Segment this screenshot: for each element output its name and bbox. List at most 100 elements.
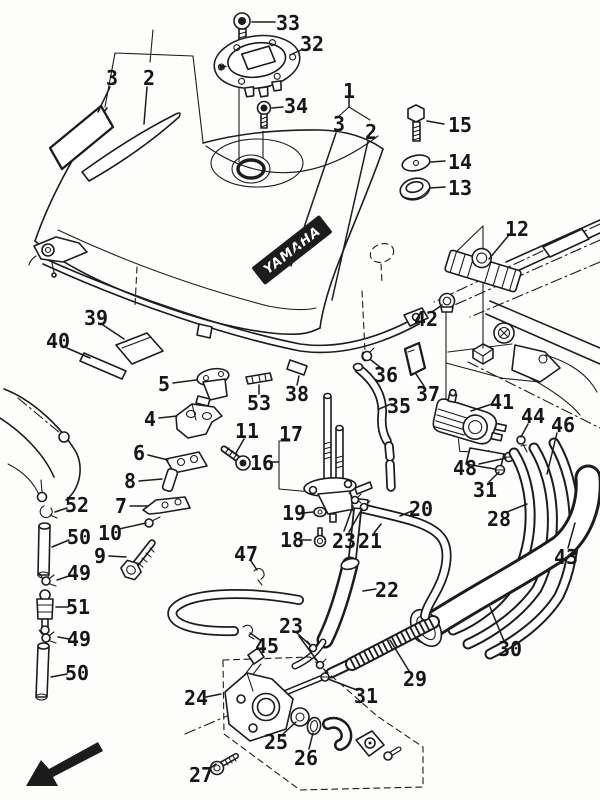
part-label-23: 23 (279, 614, 303, 638)
part-label-34: 34 (284, 94, 308, 118)
leader-line (489, 606, 505, 642)
part-label-14: 14 (448, 150, 472, 174)
leader-line (102, 324, 125, 340)
leader-line (66, 347, 91, 359)
part-label-27: 27 (189, 763, 213, 787)
part-label-30: 30 (498, 637, 522, 661)
leader-line (282, 721, 297, 735)
leader-line (308, 732, 314, 750)
plate-7 (142, 496, 191, 515)
leader-line (431, 304, 443, 313)
hose-20 (344, 500, 452, 621)
part-label-24: 24 (184, 686, 208, 710)
part-label-36: 36 (374, 363, 398, 387)
leader-line (50, 673, 68, 678)
plate-37 (403, 341, 427, 377)
part-label-51: 51 (66, 595, 90, 619)
leader-line (235, 438, 245, 454)
bar-38 (286, 359, 308, 376)
leader-line (289, 49, 302, 56)
tank-trim-rail (40, 256, 429, 354)
part-label-18: 18 (280, 528, 304, 552)
leader-line (250, 560, 258, 571)
part-label-44: 44 (521, 404, 545, 428)
nut-42 (438, 292, 456, 313)
washer-14 (401, 154, 431, 172)
corrugated-hose-29 (325, 615, 440, 679)
leader-line (249, 632, 261, 641)
small-screw (383, 746, 402, 761)
leader-line (506, 503, 528, 513)
part-label-53: 53 (247, 391, 271, 415)
part-label-48: 48 (453, 456, 477, 480)
leader-line (478, 457, 507, 465)
part-label-46: 46 (551, 413, 575, 437)
leader-line (108, 555, 127, 558)
clip-36 (361, 347, 375, 362)
bolt-9 (120, 539, 156, 581)
pad-39 (115, 332, 164, 365)
clamp-49-upper (38, 572, 57, 587)
part-label-50: 50 (67, 525, 91, 549)
part-label-2: 2 (143, 66, 155, 90)
part-label-19: 19 (282, 501, 306, 525)
fuel-cap-32 (213, 34, 301, 98)
leader-line (426, 120, 445, 125)
part-label-3: 3 (333, 112, 345, 136)
part-label-40: 40 (46, 329, 70, 353)
leader-line (373, 523, 382, 534)
part-label-20: 20 (409, 497, 433, 521)
part-label-31: 31 (473, 478, 497, 502)
leader-line (470, 403, 493, 412)
leader-line (429, 186, 446, 189)
part-label-5: 5 (158, 372, 170, 396)
yamaha-logo-text: YAMAHA (261, 224, 324, 278)
part-label-29: 29 (403, 667, 427, 691)
mount-5 (195, 367, 230, 407)
part-label-28: 28 (487, 507, 511, 531)
leader-line (362, 588, 377, 592)
leader-line (546, 432, 558, 475)
part-label-52: 52 (65, 493, 89, 517)
leader-line (158, 415, 178, 419)
leader-line (296, 375, 300, 386)
leader-line (57, 636, 70, 640)
part-label-49: 49 (67, 561, 91, 585)
joint-51 (36, 589, 54, 635)
leader-line (205, 693, 222, 698)
part-label-23: 23 (332, 529, 356, 553)
leader-line (208, 763, 217, 770)
part-label-15: 15 (448, 113, 472, 137)
fuel-pump-41 (432, 388, 508, 463)
leader-line (348, 508, 363, 533)
part-label-22: 22 (375, 578, 399, 602)
bar-53 (245, 372, 273, 385)
leader-line (147, 454, 169, 461)
bolt-31-lower (320, 668, 330, 682)
fuel-sender-unit (224, 647, 294, 742)
frame-rails (433, 219, 600, 429)
leader-line (415, 373, 425, 387)
part-label-37: 37 (416, 382, 440, 406)
leader-line (290, 132, 337, 267)
leader-line (389, 639, 410, 672)
spacer-8 (161, 467, 179, 493)
part-label-11: 11 (235, 419, 259, 443)
leader-line (54, 507, 68, 513)
leader-line (567, 522, 576, 549)
part-label-4: 4 (144, 407, 156, 431)
part-label-16: 16 (250, 451, 274, 475)
part-label-13: 13 (448, 176, 472, 200)
part-label-7: 7 (115, 494, 127, 518)
leader-line (331, 140, 369, 301)
part-label-21: 21 (358, 529, 382, 553)
stripe-decal-2 (81, 112, 181, 182)
part-label-42: 42 (414, 307, 438, 331)
leader-line (343, 505, 354, 532)
part-label-38: 38 (285, 382, 309, 406)
leader-line (488, 471, 500, 483)
leader-line (118, 522, 147, 530)
leader-line (138, 478, 163, 482)
